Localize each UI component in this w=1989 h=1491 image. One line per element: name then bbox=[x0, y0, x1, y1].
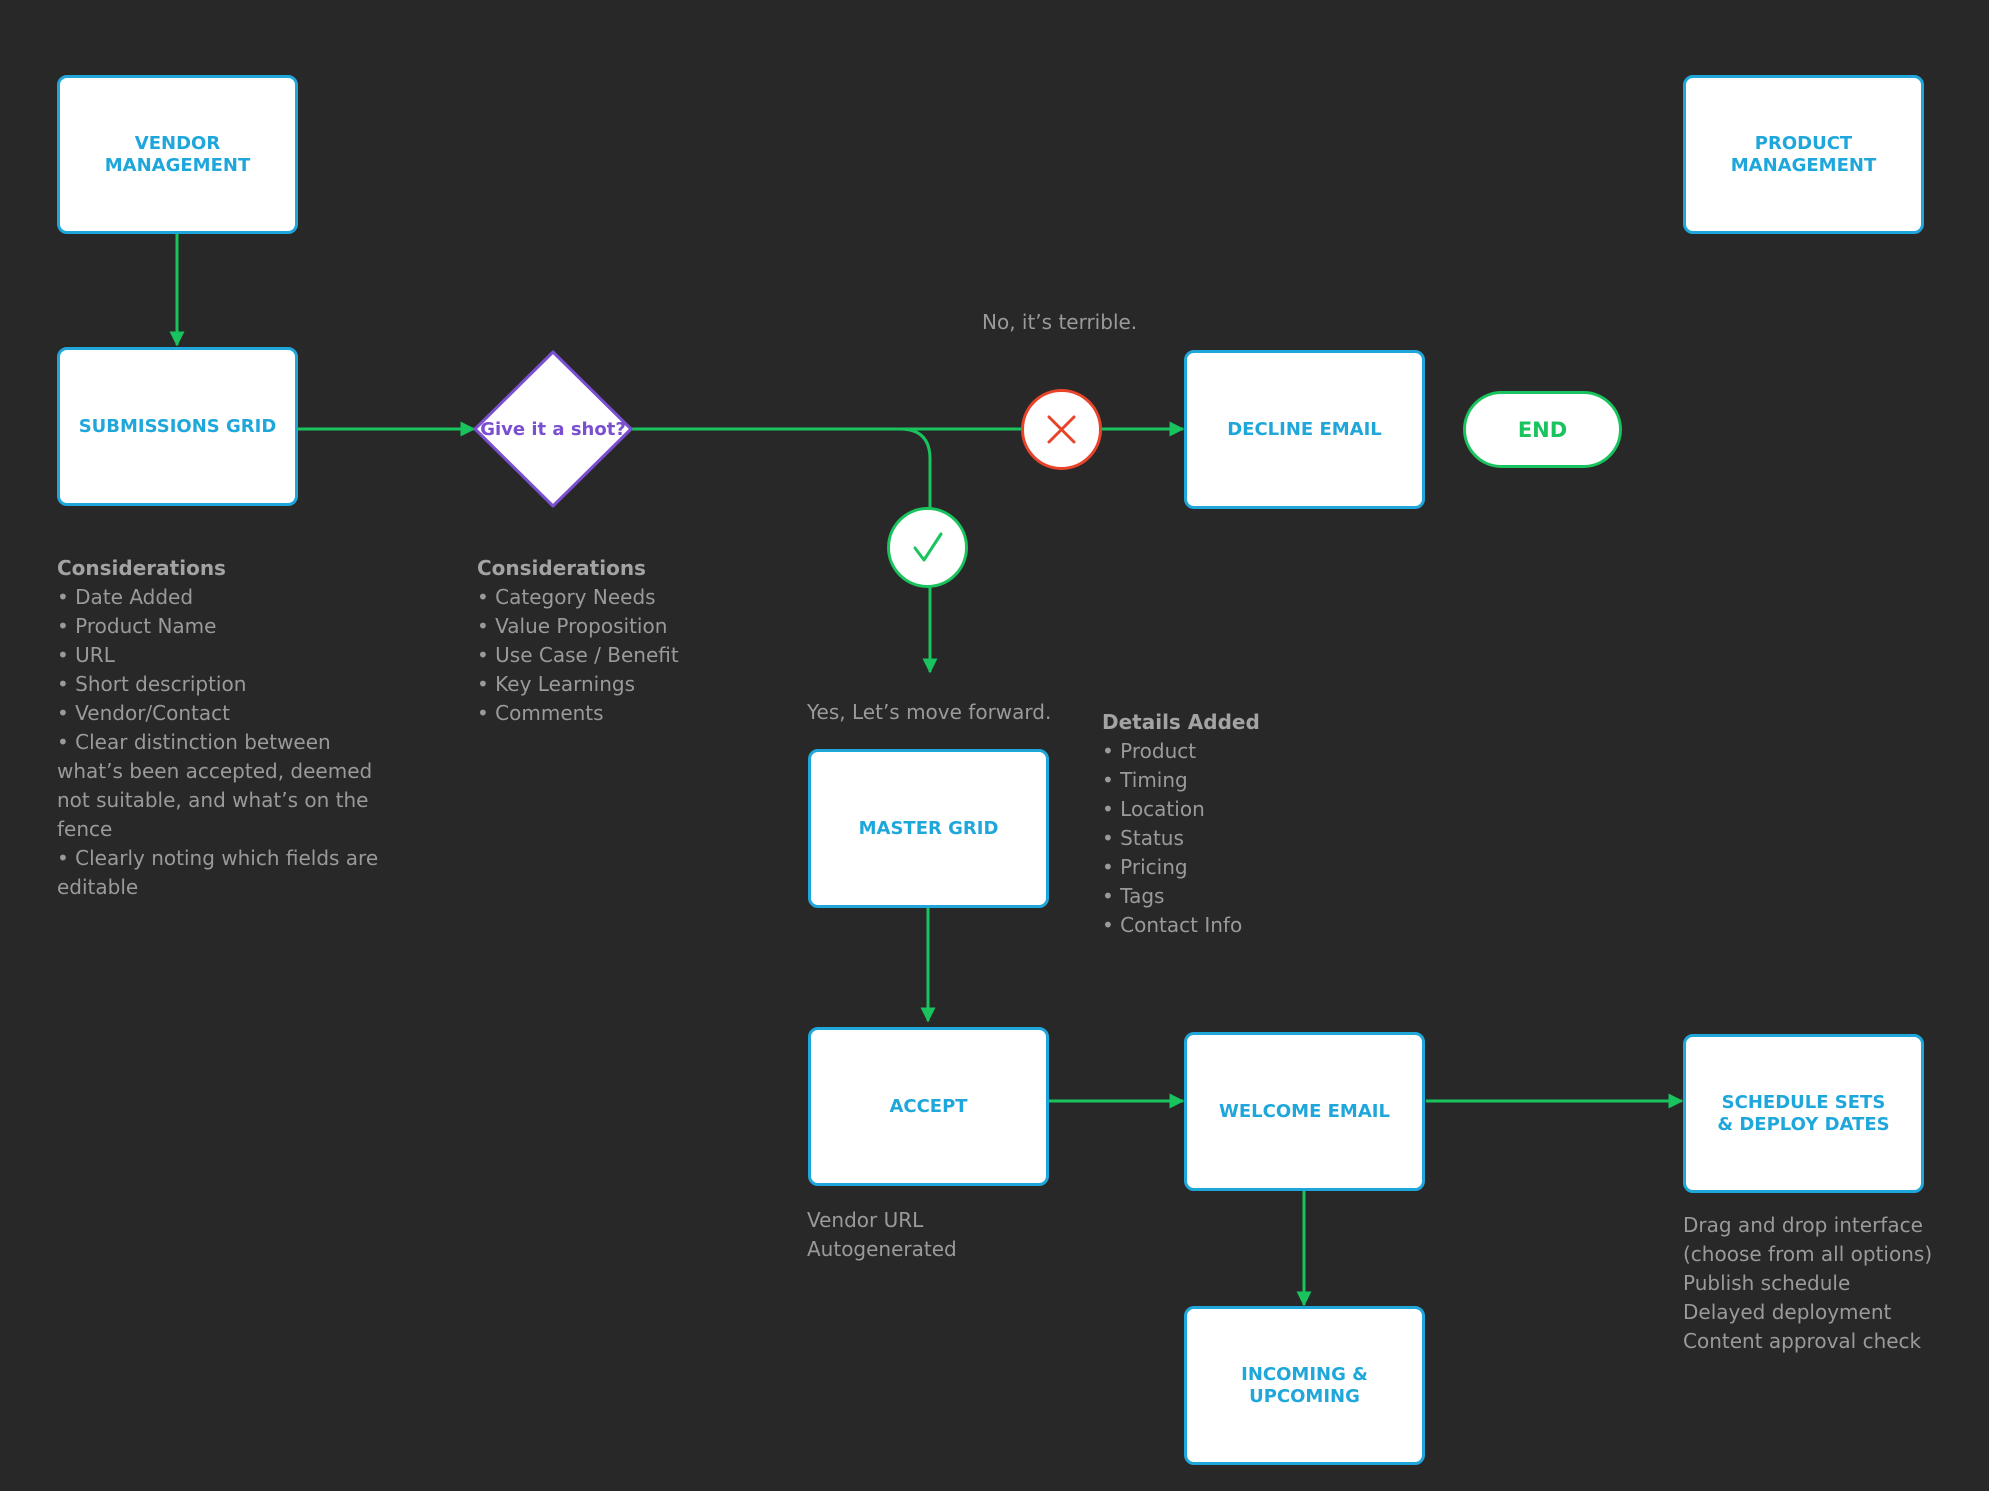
details-added-item: Status bbox=[1102, 824, 1302, 853]
submissions-considerations-title: Considerations bbox=[57, 556, 226, 580]
submissions-grid-box[interactable]: SUBMISSIONS GRID bbox=[57, 347, 298, 506]
submissions-consideration-item: Vendor/Contact bbox=[57, 699, 392, 728]
connector-decision-to-yes bbox=[631, 427, 938, 674]
details-added-item: Timing bbox=[1102, 766, 1302, 795]
end-label: END bbox=[1517, 417, 1568, 442]
accept-notes: Vendor URL Autogenerated bbox=[807, 1206, 1027, 1264]
decision-consideration-item: Value Proposition bbox=[477, 612, 737, 641]
decision-consideration-item: Use Case / Benefit bbox=[477, 641, 737, 670]
accept-label: ACCEPT bbox=[889, 1095, 968, 1117]
decline-email-label: DECLINE EMAIL bbox=[1227, 418, 1382, 440]
submissions-consideration-item: Short description bbox=[57, 670, 392, 699]
incoming-upcoming-label: INCOMING & UPCOMING bbox=[1241, 1363, 1368, 1407]
schedule-note-line: Publish schedule bbox=[1683, 1271, 1851, 1295]
submissions-consideration-item: Clearly noting which fields are editable bbox=[57, 844, 392, 902]
product-management-label: PRODUCT MANAGEMENT bbox=[1730, 132, 1877, 176]
vendor-management-box[interactable]: VENDOR MANAGEMENT bbox=[57, 75, 298, 234]
accept-box[interactable]: ACCEPT bbox=[808, 1027, 1049, 1186]
decision-consideration-item: Key Learnings bbox=[477, 670, 737, 699]
details-added-item: Pricing bbox=[1102, 853, 1302, 882]
welcome-email-box[interactable]: WELCOME EMAIL bbox=[1184, 1032, 1425, 1191]
accept-note-line: Autogenerated bbox=[807, 1237, 957, 1261]
submissions-consideration-item: Product Name bbox=[57, 612, 392, 641]
details-added-notes: Details Added Product Timing Location St… bbox=[1102, 708, 1302, 940]
submissions-consideration-item: Clear distinction between what’s been ac… bbox=[57, 728, 392, 844]
schedule-notes: Drag and drop interface (choose from all… bbox=[1683, 1211, 1973, 1356]
accept-note-line: Vendor URL bbox=[807, 1208, 924, 1232]
details-added-item: Location bbox=[1102, 795, 1302, 824]
decision-diamond[interactable] bbox=[473, 350, 633, 508]
master-grid-box[interactable]: MASTER GRID bbox=[808, 749, 1049, 908]
submissions-consideration-item: URL bbox=[57, 641, 392, 670]
vendor-management-label: VENDOR MANAGEMENT bbox=[104, 132, 251, 176]
details-added-title: Details Added bbox=[1102, 710, 1260, 734]
incoming-upcoming-box[interactable]: INCOMING & UPCOMING bbox=[1184, 1306, 1425, 1465]
decision-consideration-item: Category Needs bbox=[477, 583, 737, 612]
welcome-email-label: WELCOME EMAIL bbox=[1219, 1100, 1390, 1122]
close-icon bbox=[1047, 415, 1076, 444]
decision-label: Give it a shot? bbox=[480, 418, 626, 440]
approve-circle bbox=[887, 507, 968, 588]
schedule-note-line: Content approval check bbox=[1683, 1329, 1922, 1353]
decision-considerations: Considerations Category Needs Value Prop… bbox=[477, 554, 737, 728]
submissions-considerations: Considerations Date Added Product Name U… bbox=[57, 554, 392, 902]
decision-considerations-title: Considerations bbox=[477, 556, 646, 580]
decision-consideration-item: Comments bbox=[477, 699, 737, 728]
product-management-box[interactable]: PRODUCT MANAGEMENT bbox=[1683, 75, 1924, 234]
no-path-label: No, it’s terrible. bbox=[982, 310, 1138, 334]
end-terminal[interactable]: END bbox=[1463, 391, 1622, 468]
decline-email-box[interactable]: DECLINE EMAIL bbox=[1184, 350, 1425, 509]
schedule-note-line: Drag and drop interface bbox=[1683, 1213, 1923, 1237]
schedule-sets-box[interactable]: SCHEDULE SETS & DEPLOY DATES bbox=[1683, 1034, 1924, 1193]
details-added-item: Tags bbox=[1102, 882, 1302, 911]
schedule-note-line: (choose from all options) bbox=[1683, 1242, 1933, 1266]
submissions-consideration-item: Date Added bbox=[57, 583, 392, 612]
reject-circle bbox=[1021, 389, 1102, 470]
submissions-grid-label: SUBMISSIONS GRID bbox=[78, 415, 277, 437]
schedule-note-line: Delayed deployment bbox=[1683, 1300, 1892, 1324]
schedule-sets-label: SCHEDULE SETS & DEPLOY DATES bbox=[1717, 1091, 1890, 1135]
details-added-item: Product bbox=[1102, 737, 1302, 766]
checkmark-icon bbox=[913, 532, 943, 562]
master-grid-label: MASTER GRID bbox=[858, 817, 999, 839]
details-added-item: Contact Info bbox=[1102, 911, 1302, 940]
yes-path-label: Yes, Let’s move forward. bbox=[807, 700, 1052, 724]
